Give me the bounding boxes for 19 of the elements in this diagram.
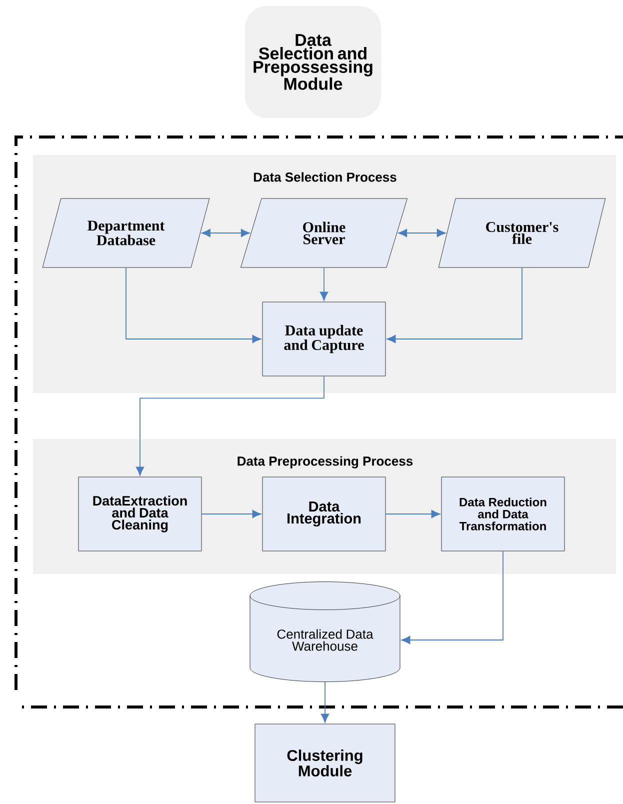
process-box: DataExtraction and Data Cleaning bbox=[78, 476, 202, 552]
arrow bbox=[401, 550, 504, 644]
process-box: Data Integration bbox=[262, 476, 386, 552]
process-box: Data update and Capture bbox=[262, 302, 386, 376]
arrow bbox=[385, 510, 440, 518]
arrow bbox=[386, 267, 522, 344]
arrow bbox=[202, 228, 250, 238]
data-source-parallelogram: Online Server bbox=[240, 198, 408, 268]
arrow bbox=[398, 228, 446, 238]
module-box: Clustering Module bbox=[254, 724, 396, 802]
database-cylinder: Centralized Data Warehouse bbox=[250, 582, 400, 682]
data-source-parallelogram: Department Database bbox=[42, 198, 210, 268]
arrow bbox=[320, 267, 328, 301]
process-box: Data Reduction and Data Transformation bbox=[441, 476, 565, 552]
arrow bbox=[320, 682, 330, 723]
arrow bbox=[136, 376, 324, 476]
module-box: Data Selection and Prepossessing Module bbox=[245, 6, 381, 118]
arrow bbox=[126, 267, 262, 344]
arrow bbox=[201, 510, 262, 518]
